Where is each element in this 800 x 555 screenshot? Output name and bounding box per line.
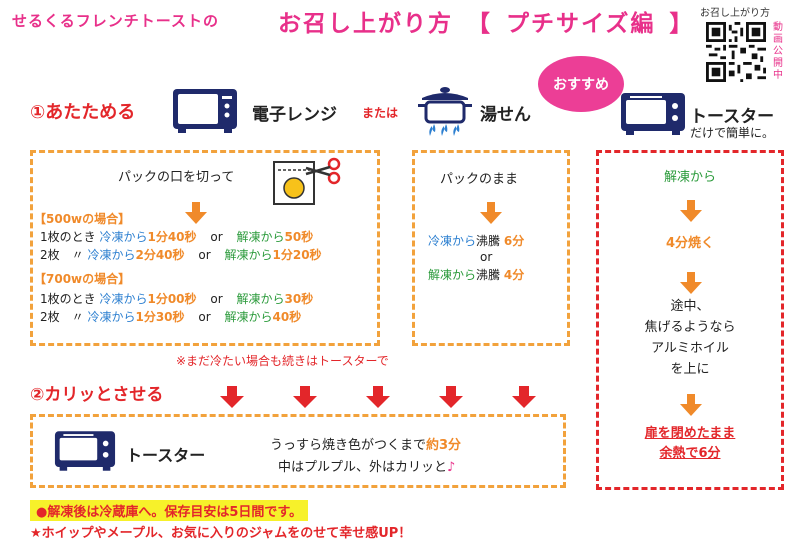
- pot-icon: [414, 84, 476, 144]
- step2-line2: 中はプルプル、外はカリッと♪: [278, 460, 456, 475]
- 500w-header: 【500wの場合】: [34, 212, 131, 226]
- 700w-header: 【700wの場合】: [34, 272, 131, 286]
- toaster-note: だけで簡単に。: [690, 126, 775, 140]
- list-item: 1枚のとき 冷凍から1分40秒 or 解凍から50秒: [40, 230, 314, 244]
- cut-pack-text: パックの口を切って: [118, 170, 235, 185]
- microwave-label: 電子レンジ: [252, 105, 337, 125]
- step2-box: [30, 414, 566, 488]
- step2-line1: うっすら焼き色がつくまで約3分: [270, 438, 462, 453]
- title-text: お召し上がり方: [278, 11, 453, 37]
- red-down-arrow-icon: [220, 386, 244, 408]
- toaster-oven-icon: [54, 430, 116, 476]
- red-down-arrow-icon: [439, 386, 463, 408]
- list-item: 2枚 〃 冷凍から2分40秒 or 解凍から1分20秒: [40, 248, 322, 262]
- water-bath-box: [412, 150, 570, 346]
- microwave-icon: [172, 88, 238, 138]
- page-title: お召し上がり方 【 プチサイズ編 】: [278, 4, 698, 38]
- microwave-box: [30, 150, 380, 346]
- bath-or: or: [480, 250, 493, 264]
- step1-heading: ①あたためる: [30, 102, 136, 123]
- or-label: または: [362, 106, 399, 120]
- down-arrow-icon: [480, 202, 502, 224]
- toaster-box: [596, 150, 784, 490]
- red-down-arrow-icon: [512, 386, 536, 408]
- red-down-arrow-icon: [293, 386, 317, 408]
- step2-heading: ②カリッとさせる: [30, 385, 164, 405]
- toaster-step-residual-heat: 扉を閉めたまま 余熱で6分: [644, 426, 736, 461]
- down-arrow-icon: [185, 202, 207, 224]
- qr-vertical-label: 動画公開中: [773, 22, 783, 81]
- bracket-open: 【: [467, 11, 493, 37]
- down-arrow-icon: [680, 394, 702, 416]
- storage-note: ●解凍後は冷蔵庫へ。保存目安は5日間です。: [30, 500, 309, 521]
- bath-pack-as-is: パックのまま: [440, 172, 519, 187]
- toaster-step-thawed: 解凍から: [663, 170, 716, 185]
- bracket-close: 】: [669, 11, 695, 37]
- topping-note: ★ホイップやメープル、お気に入りのジャムをのせて幸せ感UP！: [30, 526, 412, 541]
- list-item: 1枚のとき 冷凍から1分00秒 or 解凍から30秒: [40, 292, 314, 306]
- toaster-label: トースター: [690, 107, 775, 127]
- recommended-badge: おすすめ: [538, 56, 624, 112]
- water-bath-label: 湯せん: [480, 105, 531, 125]
- toaster-step-foil: 途中、 焦げるようなら アルミホイル を上に: [644, 299, 736, 377]
- toaster-step-bake: 4分焼く: [665, 236, 715, 251]
- down-arrow-icon: [680, 200, 702, 222]
- title-petit-size: プチサイズ編: [506, 11, 656, 37]
- toaster-label: トースター: [126, 446, 206, 465]
- list-item: 2枚 〃 冷凍から1分30秒 or 解凍から40秒: [40, 310, 302, 324]
- qr-label: お召し上がり方: [700, 8, 770, 19]
- red-down-arrow-icon: [366, 386, 390, 408]
- toaster-oven-icon: [620, 92, 686, 140]
- scissors-pack-icon: [270, 156, 348, 210]
- cold-note: ※まだ冷たい場合も続きはトースターで: [176, 354, 389, 368]
- header-subtitle-left: せるくるフレンチトーストの: [12, 12, 219, 30]
- qr-code-icon[interactable]: [706, 22, 766, 82]
- bath-frozen-line: 冷凍から沸騰 6分: [428, 234, 525, 248]
- bath-thawed-line: 解凍から沸騰 4分: [428, 268, 525, 282]
- down-arrow-icon: [680, 272, 702, 294]
